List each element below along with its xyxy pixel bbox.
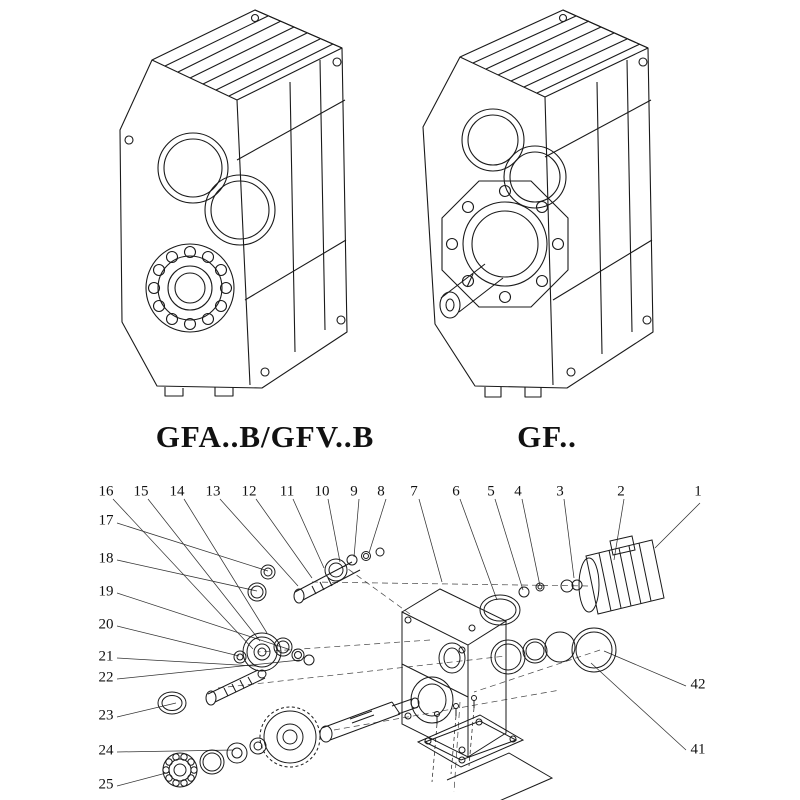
output-flange [441,180,569,308]
callout-42: 42 [690,676,706,693]
callout-22: 22 [98,669,114,686]
callout-17: 17 [98,512,114,529]
callout-23: 23 [98,707,114,724]
callout-6: 6 [452,483,460,500]
callout-15: 15 [133,483,149,500]
callout-19: 19 [98,583,114,600]
gearbox-body [119,9,348,397]
pinion-shaft [205,669,267,706]
callout-10: 10 [314,483,330,500]
callout-1: 1 [694,483,702,500]
gasket-and-rings [479,582,617,675]
bore-circles [157,132,276,246]
bottom-gasket-and-cover [416,695,554,800]
gearbox-drawing-gfab [119,9,348,397]
gearbox-body [422,9,654,398]
model-label-left: GFA..B/GFV..B [155,419,375,454]
large-gear [259,706,321,768]
callout-9: 9 [350,483,358,500]
callout-12: 12 [241,483,257,500]
callout-2: 2 [617,483,625,500]
leader-lines [112,498,701,787]
hollow-shaft-bearing [145,243,235,333]
gearbox-drawing-gf [422,9,654,398]
model-label-right: GF.. [517,419,577,454]
motor [560,535,665,615]
exploded-parts [157,535,665,800]
callout-20: 20 [98,616,114,633]
callout-24: 24 [98,742,114,759]
callout-14: 14 [169,483,185,500]
intermediate-gear-cluster [233,632,315,672]
callout-41: 41 [690,741,706,758]
callout-7: 7 [410,483,418,500]
input-shaft-assembly [247,547,385,604]
output-shaft [319,697,420,743]
callout-18: 18 [98,550,114,567]
callout-3: 3 [556,483,564,500]
callout-21: 21 [98,648,114,665]
callout-11: 11 [279,483,295,500]
callout-4: 4 [514,483,522,500]
bearing-and-washers [157,691,267,788]
callout-16: 16 [98,483,114,500]
callout-13: 13 [205,483,221,500]
callout-8: 8 [377,483,385,500]
housing [401,588,508,758]
callout-25: 25 [98,776,114,793]
callout-5: 5 [487,483,495,500]
bore-circles [461,108,567,209]
output-shaft [439,263,504,319]
